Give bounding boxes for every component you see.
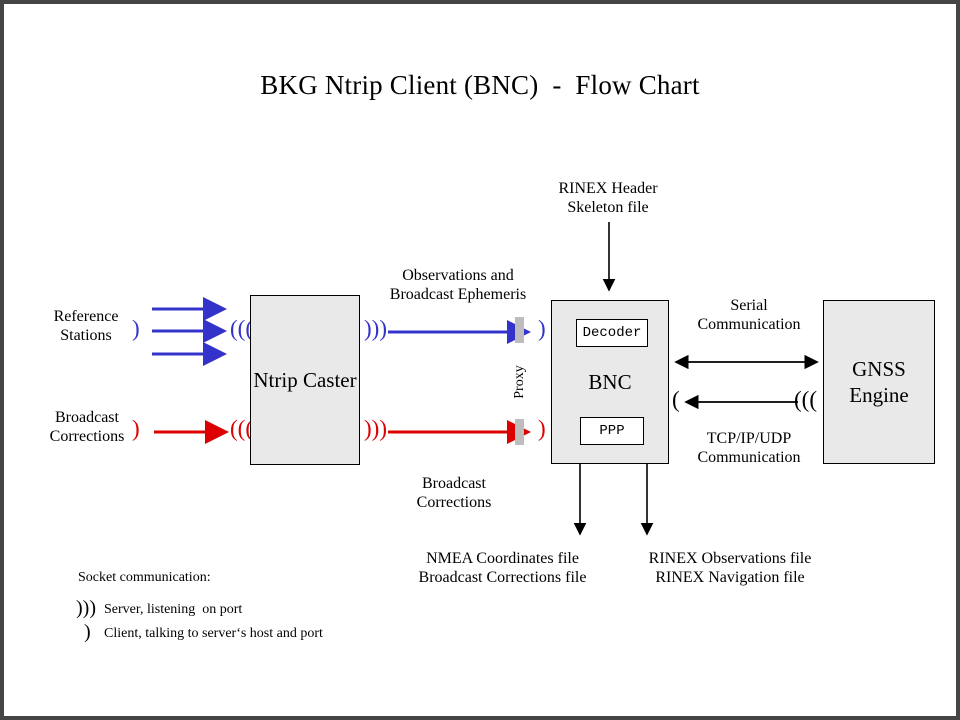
- proxy-bar-bottom: [515, 419, 524, 445]
- client-socket-reference-stations: ): [132, 316, 140, 341]
- label-proxy: Proxy: [512, 365, 527, 399]
- page-title: BKG Ntrip Client (BNC) - Flow Chart: [260, 70, 700, 100]
- node-bnc[interactable]: Decoder BNC PPP: [551, 300, 669, 464]
- arrow-serial-bidirectional: [674, 354, 819, 370]
- client-socket-broadcast-corrections: ): [132, 416, 140, 441]
- node-bnc-ppp[interactable]: PPP: [580, 417, 644, 445]
- legend-server-icon: ))): [76, 597, 96, 619]
- arrows-bnc-outputs: [573, 464, 654, 536]
- arrow-tcpip-to-bnc: [684, 394, 798, 410]
- server-socket-gnss-engine: (((: [794, 387, 817, 412]
- arrow-broadcast-corrections-in: [154, 420, 229, 444]
- label-reference-stations: Reference Stations: [53, 308, 119, 345]
- label-output-rinex-files: RINEX Observations file RINEX Navigation…: [648, 550, 812, 587]
- node-gnss-engine[interactable]: GNSS Engine: [823, 300, 935, 464]
- server-socket-caster-obs-out: ))): [364, 316, 387, 341]
- label-observations-ephemeris: Observations and Broadcast Ephemeris: [389, 267, 527, 304]
- label-tcpip-communication: TCP/IP/UDP Communication: [697, 430, 801, 467]
- legend-heading: Socket communication:: [78, 570, 211, 585]
- arrow-observations-to-bnc: [388, 320, 531, 344]
- label-output-nmea-corrections: NMEA Coordinates file Broadcast Correcti…: [418, 550, 587, 587]
- server-socket-caster-corr-out: ))): [364, 416, 387, 441]
- label-serial-communication: Serial Communication: [697, 297, 801, 334]
- server-socket-caster-corr-in: (((: [230, 416, 253, 441]
- label-rinex-header-skeleton: RINEX Header Skeleton file: [558, 180, 658, 217]
- label-broadcast-corrections-input: Broadcast Corrections: [49, 409, 125, 446]
- node-bnc-label: BNC: [588, 370, 632, 394]
- proxy-bar-top: [515, 317, 524, 343]
- client-socket-bnc-obs: ): [538, 316, 546, 341]
- arrow-skeleton-to-bnc: [602, 222, 616, 292]
- server-socket-caster-obs-in: (((: [230, 316, 253, 341]
- arrow-corrections-to-bnc: [388, 420, 531, 444]
- label-broadcast-corrections-stream: Broadcast Corrections: [416, 475, 492, 512]
- client-socket-bnc-tcpip: (: [672, 387, 680, 412]
- legend-client-text: Client, talking to server‘s host and por…: [104, 626, 323, 641]
- node-ntrip-caster[interactable]: Ntrip Caster: [250, 295, 360, 465]
- node-ntrip-caster-label: Ntrip Caster: [253, 367, 357, 392]
- legend-server-text: Server, listening on port: [104, 602, 243, 617]
- legend-client-icon: ): [84, 621, 91, 643]
- client-socket-bnc-corr: ): [538, 416, 546, 441]
- arrows-reference-stations: [152, 297, 227, 366]
- node-bnc-decoder[interactable]: Decoder: [576, 319, 648, 347]
- node-gnss-engine-label: GNSS Engine: [849, 356, 909, 407]
